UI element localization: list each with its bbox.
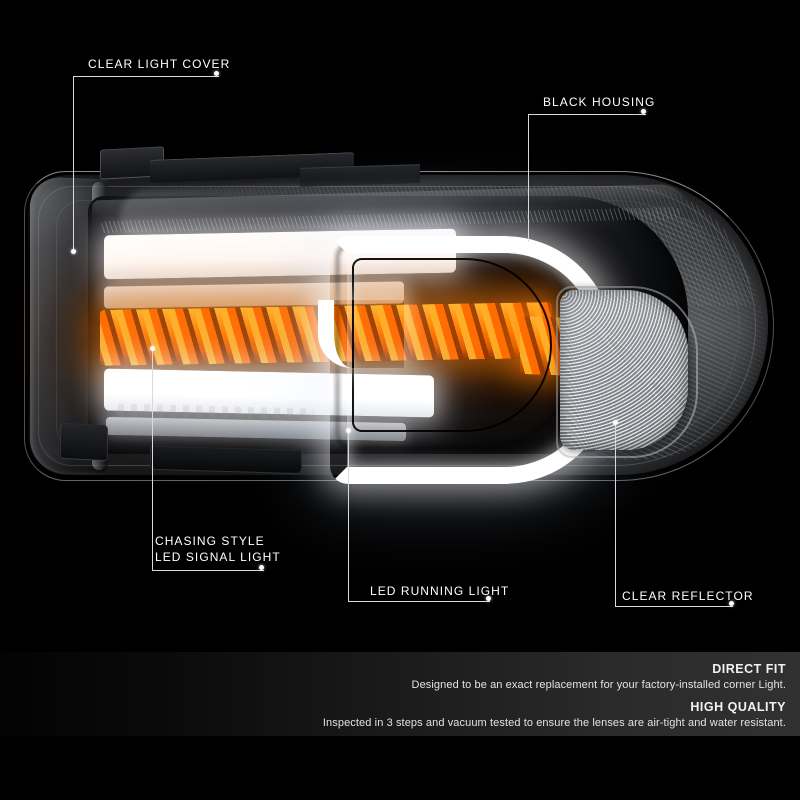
callout-target-dot <box>346 428 351 433</box>
callout-leader-line <box>615 424 616 606</box>
callout-label-clear-reflector: CLEAR REFLECTOR <box>622 589 754 603</box>
callout-underline <box>528 114 646 115</box>
feature-description: Designed to be an exact replacement for … <box>411 679 786 691</box>
feature-description: Inspected in 3 steps and vacuum tested t… <box>322 717 786 729</box>
callout-end-dot <box>214 71 219 76</box>
callout-underline <box>152 570 264 571</box>
clear-reflector-part <box>560 290 688 450</box>
callout-target-dot <box>526 242 531 247</box>
callout-label-black-housing: BLACK HOUSING <box>543 95 656 109</box>
callout-leader-line <box>348 432 349 601</box>
callout-label-led-running-light: LED RUNNING LIGHT <box>370 584 510 598</box>
callout-underline <box>73 76 219 77</box>
corner-light-product-illustration <box>24 146 774 484</box>
mounting-bracket <box>60 422 108 462</box>
led-running-light-ring-inner-edge <box>352 258 552 432</box>
feature-high-quality: HIGH QUALITY Inspected in 3 steps and va… <box>323 700 786 731</box>
callout-end-dot <box>729 601 734 606</box>
feature-direct-fit: DIRECT FIT Designed to be an exact repla… <box>412 662 786 693</box>
mounting-foot <box>150 445 302 475</box>
callout-label-chasing-style-line1: CHASING STYLE <box>155 534 265 548</box>
callout-leader-line <box>152 350 153 570</box>
callout-leader-line <box>528 114 529 246</box>
callout-end-dot <box>641 109 646 114</box>
feature-title: HIGH QUALITY <box>690 700 786 714</box>
callout-label-chasing-style-line2: LED SIGNAL LIGHT <box>155 550 281 564</box>
feature-band: DIRECT FIT Designed to be an exact repla… <box>0 652 800 736</box>
callout-label-clear-light-cover: CLEAR LIGHT COVER <box>88 57 231 71</box>
callout-target-dot <box>150 346 155 351</box>
callout-end-dot <box>259 565 264 570</box>
callout-target-dot <box>613 420 618 425</box>
led-running-light-ring-hook <box>318 300 404 368</box>
callout-underline <box>615 606 733 607</box>
clear-reflector-rim <box>556 286 698 458</box>
callout-underline <box>348 601 490 602</box>
callout-leader-line <box>73 76 74 253</box>
callout-target-dot <box>71 249 76 254</box>
callout-end-dot <box>486 596 491 601</box>
feature-title: DIRECT FIT <box>712 662 786 676</box>
